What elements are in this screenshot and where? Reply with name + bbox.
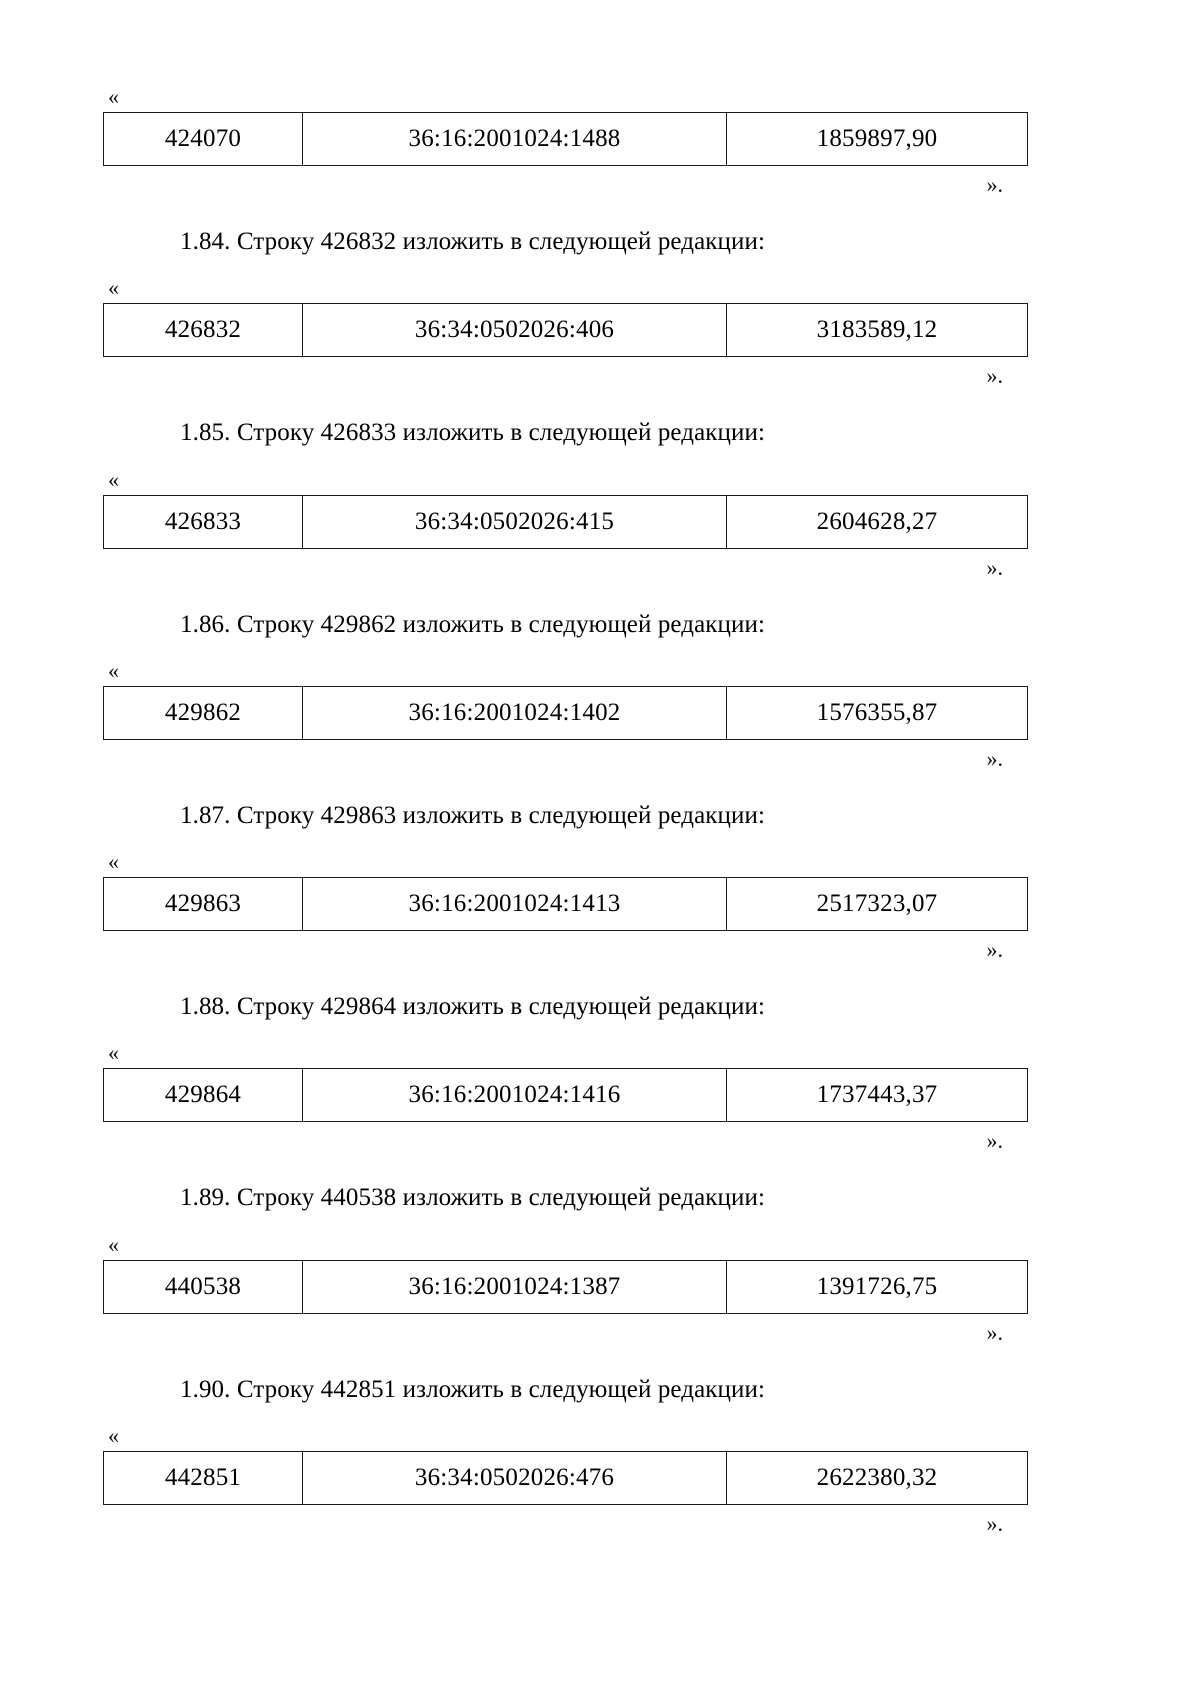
quote-close-mark: ».: [986, 363, 1004, 389]
quote-close-mark: ».: [986, 1319, 1004, 1345]
table-row: 429864 36:16:2001024:1416 1737443,37: [103, 1068, 1028, 1123]
cell-amount: 2604628,27: [726, 494, 1028, 549]
amendment-table: 426833 36:34:0502026:415 2604628,27: [103, 494, 1028, 549]
amendment-heading: 1.85. Строку 426833 изложить в следующей…: [180, 419, 766, 447]
cell-cadastral-number: 36:16:2001024:1387: [302, 1259, 727, 1314]
amendment-block: « 426832 36:34:0502026:406 3183589,12 ».: [0, 277, 1200, 395]
cell-amount: 2517323,07: [726, 877, 1028, 931]
amendment-block: « 424070 36:16:2001024:1488 1859897,90 »…: [0, 86, 1200, 204]
cell-cadastral-number: 36:16:2001024:1488: [302, 112, 727, 166]
cell-amount: 1391726,75: [726, 1259, 1028, 1314]
amendment-table: 426832 36:34:0502026:406 3183589,12: [103, 303, 1028, 358]
quote-close-mark: ».: [986, 745, 1004, 771]
cell-amount: 2622380,32: [726, 1450, 1028, 1505]
amendment-heading: 1.86. Строку 429862 изложить в следующей…: [180, 610, 766, 638]
amendment-block: « 440538 36:16:2001024:1387 1391726,75 »…: [0, 1231, 1200, 1352]
table-row: 426832 36:34:0502026:406 3183589,12: [103, 303, 1028, 358]
quote-open-mark: «: [108, 1422, 119, 1448]
cell-row-number: 429863: [103, 877, 303, 931]
cell-row-number: 426832: [103, 303, 303, 358]
amendment-heading: 1.90. Строку 442851 изложить в следующей…: [180, 1375, 766, 1403]
amendment-block: « 426833 36:34:0502026:415 2604628,27 ».: [0, 466, 1200, 587]
quote-close-mark: ».: [986, 937, 1004, 962]
cell-amount: 1576355,87: [726, 685, 1028, 740]
amendment-table: 429863 36:16:2001024:1413 2517323,07: [103, 877, 1028, 931]
cell-amount: 3183589,12: [726, 303, 1028, 358]
amendment-heading: 1.89. Строку 440538 изложить в следующей…: [180, 1184, 766, 1212]
amendment-block: « 429862 36:16:2001024:1402 1576355,87 »…: [0, 657, 1200, 778]
cell-amount: 1859897,90: [726, 112, 1028, 166]
amendment-heading: 1.84. Строку 426832 изложить в следующей…: [180, 228, 766, 255]
table-row: 429862 36:16:2001024:1402 1576355,87: [103, 685, 1028, 740]
cell-row-number: 424070: [103, 112, 303, 166]
cell-row-number: 426833: [103, 494, 303, 549]
cell-cadastral-number: 36:34:0502026:415: [302, 494, 727, 549]
amendment-heading: 1.88. Строку 429864 изложить в следующей…: [180, 993, 766, 1020]
document-body: « 424070 36:16:2001024:1488 1859897,90 »…: [0, 86, 1200, 1543]
quote-close-mark: ».: [986, 1128, 1004, 1154]
cell-cadastral-number: 36:16:2001024:1413: [302, 877, 727, 931]
cell-cadastral-number: 36:16:2001024:1402: [302, 685, 727, 740]
cell-row-number: 440538: [103, 1259, 303, 1314]
quote-close-mark: ».: [986, 1510, 1004, 1536]
quote-open-mark: «: [108, 466, 119, 492]
quote-open-mark: «: [108, 657, 119, 683]
cell-row-number: 429864: [103, 1068, 303, 1123]
table-row: 424070 36:16:2001024:1488 1859897,90: [103, 112, 1028, 166]
amendment-table: 429862 36:16:2001024:1402 1576355,87: [103, 685, 1028, 740]
amendment-table: 440538 36:16:2001024:1387 1391726,75: [103, 1259, 1028, 1314]
cell-cadastral-number: 36:16:2001024:1416: [302, 1068, 727, 1123]
cell-row-number: 429862: [103, 685, 303, 740]
table-row: 426833 36:34:0502026:415 2604628,27: [103, 494, 1028, 549]
table-row: 442851 36:34:0502026:476 2622380,32: [103, 1450, 1028, 1505]
amendment-block: « 442851 36:34:0502026:476 2622380,32 ».: [0, 1422, 1200, 1543]
amendment-table: 442851 36:34:0502026:476 2622380,32: [103, 1450, 1028, 1505]
cell-cadastral-number: 36:34:0502026:406: [302, 303, 727, 358]
quote-open-mark: «: [108, 275, 119, 301]
cell-amount: 1737443,37: [726, 1068, 1028, 1123]
cell-cadastral-number: 36:34:0502026:476: [302, 1450, 727, 1505]
amendment-table: 424070 36:16:2001024:1488 1859897,90: [103, 112, 1028, 166]
quote-open-mark: «: [108, 84, 119, 109]
table-row: 440538 36:16:2001024:1387 1391726,75: [103, 1259, 1028, 1314]
quote-open-mark: «: [108, 849, 119, 874]
quote-open-mark: «: [108, 1231, 119, 1257]
amendment-block: « 429863 36:16:2001024:1413 2517323,07 »…: [0, 851, 1200, 969]
table-row: 429863 36:16:2001024:1413 2517323,07: [103, 877, 1028, 931]
amendment-table: 429864 36:16:2001024:1416 1737443,37: [103, 1068, 1028, 1123]
quote-close-mark: ».: [986, 554, 1004, 580]
quote-close-mark: ».: [986, 172, 1004, 197]
cell-row-number: 442851: [103, 1450, 303, 1505]
amendment-heading: 1.87. Строку 429863 изложить в следующей…: [180, 801, 766, 829]
amendment-block: « 429864 36:16:2001024:1416 1737443,37 »…: [0, 1042, 1200, 1160]
quote-open-mark: «: [108, 1040, 119, 1066]
